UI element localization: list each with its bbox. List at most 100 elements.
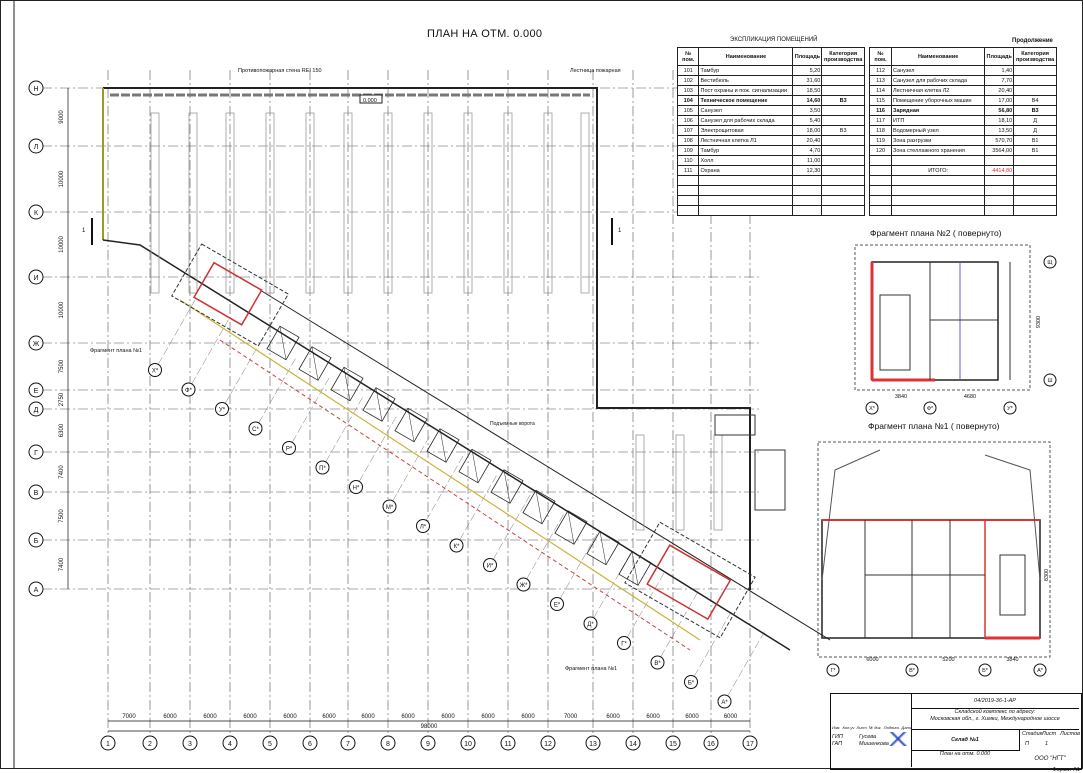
diagonal-axis-label: К* <box>454 544 460 550</box>
row-axis-label: Е <box>34 388 39 395</box>
col-area: Площадь <box>792 47 823 66</box>
cell-cat <box>1013 65 1057 76</box>
cell-num: 108 <box>676 135 700 146</box>
rack <box>503 112 513 294</box>
fragment-2-axis-label: Ф* <box>927 406 934 412</box>
fragment-1-axis-marker <box>978 663 992 677</box>
rack <box>150 112 160 294</box>
loading-dock <box>266 325 300 361</box>
column-axis-marker <box>540 735 556 751</box>
column-axis-label: 10 <box>464 741 472 748</box>
revision-col: Лист <box>856 725 867 730</box>
fragment-1-dim: 5200 <box>942 657 954 663</box>
diagonal-axis-marker <box>248 421 263 436</box>
column-dim: 6000 <box>441 714 455 720</box>
sheet-label: Лист <box>1042 731 1057 737</box>
diagonal-axis-label: Д* <box>587 622 594 628</box>
cell-area: 17,00 <box>984 95 1015 106</box>
diagonal-axis-label: Л* <box>420 525 427 531</box>
signature <box>889 732 909 746</box>
cell-num: 104 <box>676 95 700 106</box>
cell-area: 31,60 <box>792 75 823 86</box>
column-dim: 6000 <box>724 714 738 720</box>
cell-num: 120 <box>869 145 892 156</box>
drawing-title: ПЛАН НА ОТМ. 0.000 <box>427 28 543 40</box>
loading-dock <box>522 489 556 525</box>
project-name: Складской комплекс по адресу: <box>954 709 1036 715</box>
cell-name: Охрана <box>698 165 794 176</box>
fragment-1-ref-2: Фрагмент плана №1 <box>565 666 617 672</box>
fragment-2-row-marker <box>1043 373 1057 387</box>
explication-row-empty <box>676 175 865 186</box>
rack <box>265 112 275 294</box>
explication-row-empty <box>676 185 865 196</box>
column-axis-label: 1 <box>106 741 110 748</box>
column-axis-marker <box>302 735 318 751</box>
diagonal-axis-marker <box>416 519 430 533</box>
cell-name: Санузел <box>698 105 794 116</box>
loading-dock <box>618 551 652 586</box>
column-dim: 7000 <box>122 714 136 720</box>
row-axis-marker <box>28 532 44 548</box>
row-axis-label: Б <box>34 538 39 545</box>
row-axis-label: Д <box>34 407 39 414</box>
level-label: 0.000 <box>363 98 377 104</box>
revision-col: Изм. <box>832 725 841 730</box>
cell-num: 102 <box>676 75 700 86</box>
cell-num: 101 <box>676 65 700 76</box>
rack <box>463 112 473 294</box>
rack <box>305 112 315 294</box>
cell-num: 117 <box>869 115 892 126</box>
column-axis-marker <box>100 735 116 751</box>
column-axis-label: 7 <box>346 741 350 748</box>
diagonal-axis-marker <box>516 577 531 592</box>
diagonal-axis-label: Х* <box>152 369 159 375</box>
diagonal-axis-label: П* <box>319 466 326 472</box>
revision-col: Кол.уч <box>842 725 855 730</box>
column-axis-label: 2 <box>148 741 152 748</box>
cell-area: 5,20 <box>792 65 823 76</box>
section-mark-right: 1 <box>618 228 622 234</box>
project-address: Московская обл., г. Химки, Международное… <box>930 716 1060 722</box>
explication-row-empty <box>869 175 1057 186</box>
row-axis-marker <box>28 138 44 154</box>
row-axis-marker <box>28 204 44 220</box>
diagonal-axis-marker <box>349 480 363 494</box>
row-dim: 7500 <box>59 359 65 373</box>
column-dim: 6000 <box>521 714 535 720</box>
fragment-2-axis-marker <box>923 401 937 415</box>
fragment-2-row-dim: 9300 <box>1036 316 1042 328</box>
fragment-1-axis-label: В* <box>909 668 916 674</box>
row-dim: 7500 <box>59 509 65 523</box>
diagonal-axis-marker <box>315 460 330 475</box>
cell-area: 11,00 <box>792 155 823 166</box>
loading-dock <box>586 530 620 566</box>
cell-cat <box>821 115 865 126</box>
cell-name: ИТП <box>890 115 986 126</box>
row-axis-marker <box>28 401 44 417</box>
diagonal-axis-label: Г* <box>621 642 627 648</box>
rack <box>675 434 685 531</box>
row-axis-marker <box>28 335 44 351</box>
column-dim: 6000 <box>685 714 699 720</box>
cell-name: Лестничная клетка Л2 <box>890 85 986 96</box>
loading-dock <box>330 366 364 402</box>
row-axis-label: А <box>34 587 39 594</box>
row-axis-label: Ж <box>33 341 40 348</box>
column-axis-label: 15 <box>669 741 677 748</box>
column-axis-marker <box>500 735 516 751</box>
loading-dock <box>394 407 428 443</box>
diagonal-axis-marker <box>282 441 296 455</box>
diagonal-axis-marker <box>181 382 196 397</box>
fragment-1-title: Фрагмент плана №1 ( повернуто) <box>868 421 1000 431</box>
